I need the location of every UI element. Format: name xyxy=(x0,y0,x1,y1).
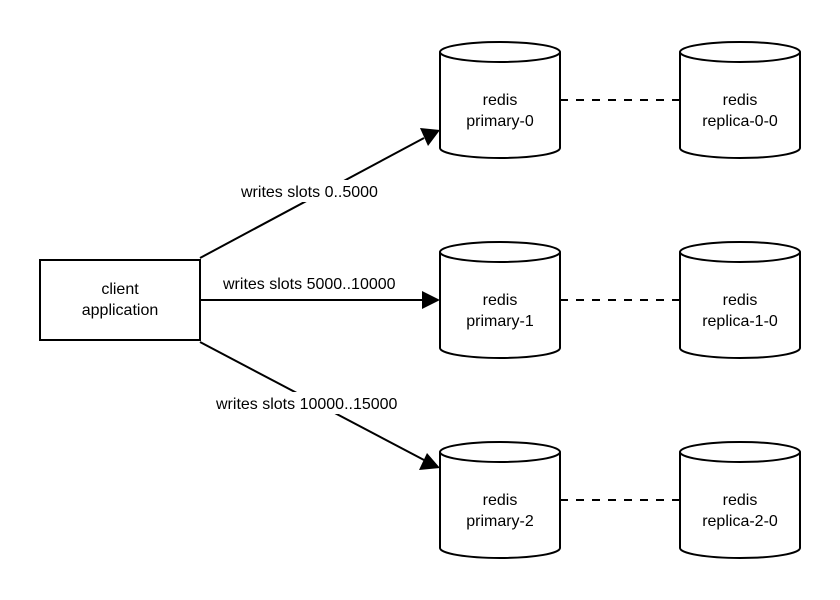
primary-0-label-line1: redis xyxy=(483,92,518,109)
edge-label-2: writes slots 10000..15000 xyxy=(215,396,398,413)
client-box-outline xyxy=(39,259,201,341)
edge-label-1: writes slots 5000..10000 xyxy=(222,276,396,293)
cylinder-body xyxy=(679,441,801,559)
cylinder-rim xyxy=(439,251,561,263)
client-label-line1: client xyxy=(101,281,139,298)
cylinder-rim xyxy=(679,51,801,63)
arrowhead-1 xyxy=(422,291,440,309)
cylinder-body xyxy=(439,441,561,559)
replica-0-0-label-line2: replica-0-0 xyxy=(702,113,778,130)
primary-0-node: redis primary-0 xyxy=(439,41,561,159)
replica-0-0-node: redis replica-0-0 xyxy=(679,41,801,159)
primary-1-label-line1: redis xyxy=(483,292,518,309)
primary-1-node: redis primary-1 xyxy=(439,241,561,359)
replica-2-0-label-line1: redis xyxy=(723,492,758,509)
cylinder-rim xyxy=(679,251,801,263)
client-application-node: client application xyxy=(39,259,201,341)
edge-label-bg-0 xyxy=(238,180,398,202)
client-label-line2: application xyxy=(82,302,159,319)
cylinder-rim xyxy=(679,451,801,463)
primary-2-label-line2: primary-2 xyxy=(466,513,534,530)
cylinder-rim xyxy=(439,51,561,63)
replica-2-0-label-line2: replica-2-0 xyxy=(702,513,778,530)
write-edge-primary-2: writes slots 10000..15000 xyxy=(199,341,440,470)
cylinder-body xyxy=(679,41,801,159)
replica-1-0-label-line1: redis xyxy=(723,292,758,309)
cylinder-rim xyxy=(439,451,561,463)
write-edge-primary-0: writes slots 0..5000 xyxy=(199,128,440,259)
write-edge-primary-1: writes slots 5000..10000 xyxy=(200,276,440,309)
arrowhead-0 xyxy=(420,128,440,146)
edge-label-bg-2 xyxy=(213,392,423,414)
replica-2-0-node: redis replica-2-0 xyxy=(679,441,801,559)
arrowhead-2 xyxy=(419,453,440,470)
replica-0-0-label-line1: redis xyxy=(723,92,758,109)
replica-1-0-node: redis replica-1-0 xyxy=(679,241,801,359)
cylinder-body xyxy=(439,41,561,159)
primary-2-label-line1: redis xyxy=(483,492,518,509)
cylinder-body xyxy=(439,241,561,359)
primary-2-node: redis primary-2 xyxy=(439,441,561,559)
primary-1-label-line2: primary-1 xyxy=(466,313,534,330)
primary-0-label-line2: primary-0 xyxy=(466,113,534,130)
replica-1-0-label-line2: replica-1-0 xyxy=(702,313,778,330)
edge-label-0: writes slots 0..5000 xyxy=(240,184,378,201)
cylinder-body xyxy=(679,241,801,359)
